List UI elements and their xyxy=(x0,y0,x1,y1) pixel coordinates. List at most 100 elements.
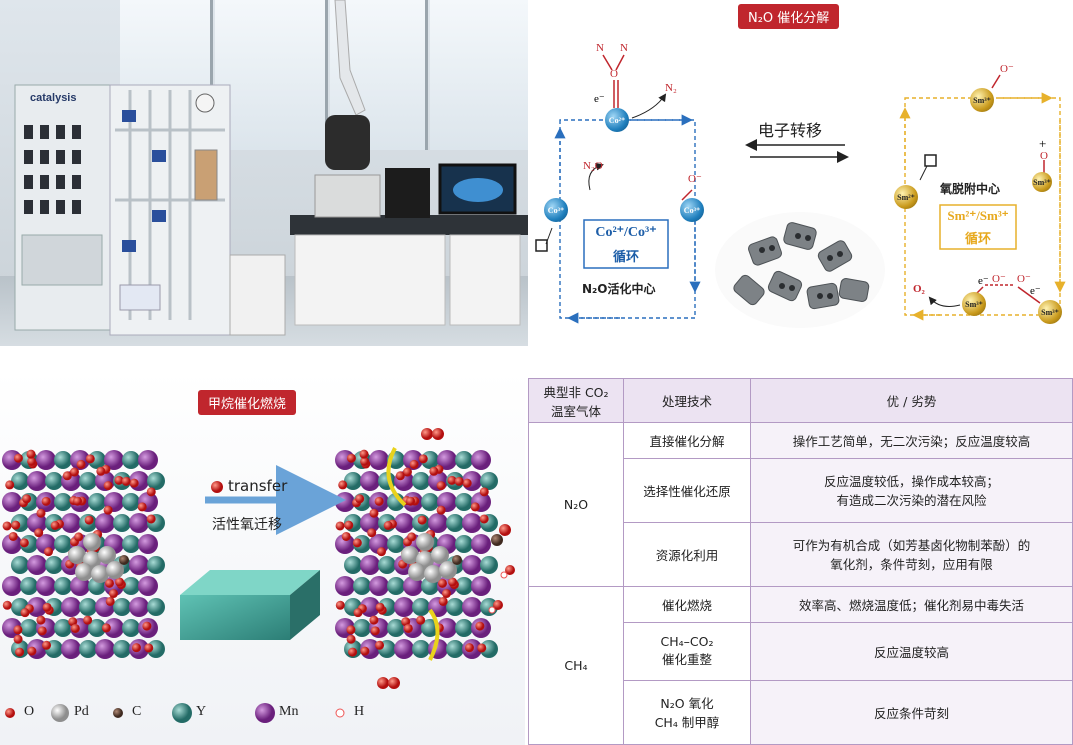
mn-atom xyxy=(462,513,482,533)
y-atom xyxy=(54,535,72,553)
pd-atom xyxy=(439,561,457,579)
pros-cons-cell: 操作工艺简单，无二次污染；反应温度较高 xyxy=(750,422,1073,459)
o-atom xyxy=(137,502,147,512)
electron-label: e⁻ xyxy=(1030,285,1041,297)
o-atom xyxy=(369,508,379,518)
y-atom xyxy=(344,472,362,490)
cobalt-atom: Co³⁺ xyxy=(544,198,568,222)
y-atom xyxy=(344,556,362,574)
mn-atom xyxy=(428,513,448,533)
y-atom xyxy=(455,619,473,637)
n2o-cycle-diagram xyxy=(535,54,1066,328)
y-atom xyxy=(79,598,97,616)
atom-label: Sm²⁺ xyxy=(897,192,915,202)
mn-atom xyxy=(129,597,149,617)
o-atom xyxy=(20,608,30,618)
pd-atom xyxy=(91,565,109,583)
o-atom xyxy=(344,520,354,530)
mn-atom xyxy=(471,576,491,596)
o-atom xyxy=(360,456,370,466)
mn-atom xyxy=(104,450,124,470)
y-atom xyxy=(421,493,439,511)
technology-cell: 催化燃烧 xyxy=(623,585,751,623)
o-atom xyxy=(69,467,79,477)
samarium-atom: Sm³⁺ xyxy=(1032,172,1052,192)
pd-atom xyxy=(431,546,449,564)
o-atom xyxy=(403,623,413,633)
o-atom xyxy=(383,520,393,530)
o-atom xyxy=(462,478,472,488)
y-atom xyxy=(378,556,396,574)
mn-atom xyxy=(138,450,158,470)
sm-cycle-box-line1: Sm²⁺/Sm³⁺ xyxy=(947,208,1009,223)
y-atom xyxy=(446,598,464,616)
legend-swatch-h xyxy=(335,708,345,718)
atom-label: Co³⁺ xyxy=(683,205,701,215)
o-atom xyxy=(477,643,487,653)
mn-atom xyxy=(36,450,56,470)
n2o-panel-title: N₂O 催化分解 xyxy=(738,4,840,29)
mn-atom xyxy=(95,513,115,533)
atom-label: Sm³⁺ xyxy=(1033,177,1051,187)
mn-atom xyxy=(61,597,81,617)
samarium-atom: Sm³⁺ xyxy=(1038,300,1062,324)
sm-cycle-box-line2: 循环 xyxy=(964,232,991,247)
o-atom xyxy=(401,617,411,627)
o-atom xyxy=(144,643,154,653)
pd-atom xyxy=(408,563,426,581)
technology-cell: 资源化利用 xyxy=(623,521,751,587)
o-atom xyxy=(62,471,72,481)
y-atom xyxy=(54,451,72,469)
y-atom xyxy=(412,472,430,490)
o-atom xyxy=(8,531,18,541)
pd-atom xyxy=(416,533,434,551)
o-atom xyxy=(338,480,348,490)
mn-atom xyxy=(2,576,22,596)
o-atom xyxy=(438,596,448,606)
brand-label: catalysis xyxy=(30,92,77,104)
o-atom xyxy=(96,466,106,476)
table-header-cell: 处理技术 xyxy=(623,378,751,423)
pros-cons-cell: 反应温度较高 xyxy=(750,621,1073,681)
mn-atom xyxy=(394,639,414,659)
atom-label: Co³⁺ xyxy=(547,205,565,215)
o-atom xyxy=(475,621,485,631)
oxygen-ion-label: O⁻ xyxy=(1000,63,1014,75)
pd-atom xyxy=(83,533,101,551)
o-atom xyxy=(114,475,124,485)
o-atom xyxy=(402,467,412,477)
o-atom xyxy=(13,453,23,463)
o-atom xyxy=(2,521,12,531)
o-atom xyxy=(367,528,377,538)
oxygen-label: O xyxy=(1040,150,1048,162)
o-atom xyxy=(103,505,113,515)
o-atom xyxy=(355,494,365,504)
legend-label-o: O xyxy=(24,704,35,719)
o-atom xyxy=(105,578,115,588)
technology-cell: CH₄–CO₂ 催化重整 xyxy=(623,621,751,681)
legend-label-c: C xyxy=(132,704,142,719)
table-header-cell: 优 / 劣势 xyxy=(750,378,1073,423)
o-atom xyxy=(85,454,95,464)
o-atom xyxy=(76,459,86,469)
mn-atom xyxy=(2,534,22,554)
y-atom xyxy=(387,619,405,637)
o-atom xyxy=(142,621,152,631)
technology-cell: 选择性催化还原 xyxy=(623,457,751,523)
o-atom xyxy=(335,521,345,531)
o-atom xyxy=(2,600,12,610)
y-atom xyxy=(446,514,464,532)
mn-atom xyxy=(129,513,149,533)
window-pane xyxy=(430,0,528,150)
y-atom xyxy=(147,556,165,574)
mn-atom xyxy=(369,450,389,470)
oxygen-ion-label: O⁻ xyxy=(992,273,1006,285)
mn-atom xyxy=(360,471,380,491)
o-atom xyxy=(50,520,60,530)
legend-swatch-c xyxy=(113,708,123,718)
o-atom xyxy=(341,531,351,541)
